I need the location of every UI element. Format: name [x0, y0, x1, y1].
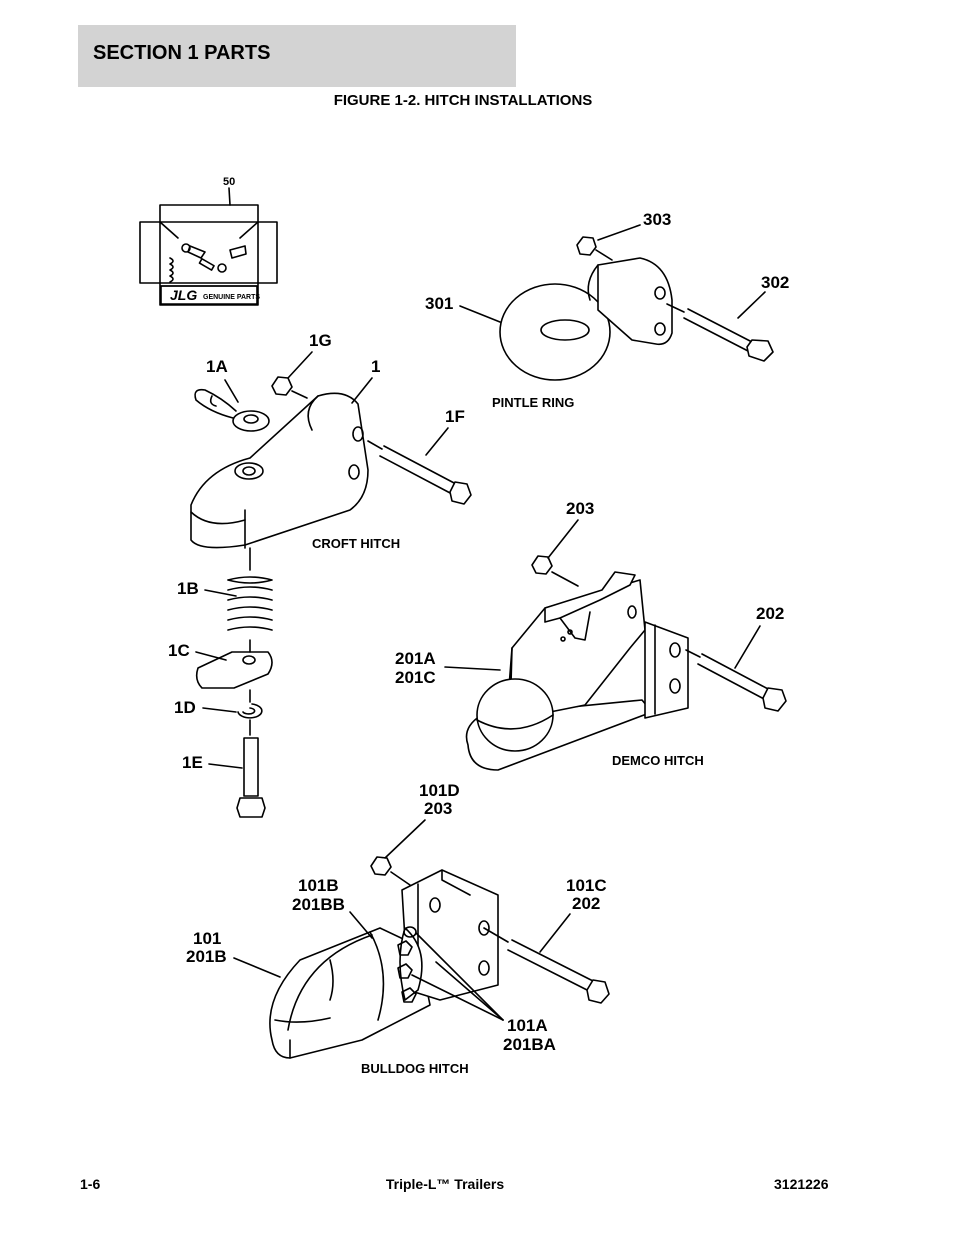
callout-1f: 1F — [445, 407, 465, 426]
callout-50: 50 — [223, 176, 235, 188]
callout-101: 101 — [193, 929, 221, 948]
caption-demco-hitch: DEMCO HITCH — [612, 753, 704, 768]
parts-kit-box: JLG GENUINE PARTS — [139, 204, 278, 306]
product-name: Triple-L™ Trailers — [385, 1176, 505, 1192]
callout-202-demco: 202 — [756, 604, 784, 623]
callout-201bb: 201BB — [292, 895, 345, 914]
demco-hitch — [465, 555, 787, 771]
croft-hitch — [190, 376, 472, 818]
callout-1b: 1B — [177, 579, 199, 598]
caption-bulldog-hitch: BULLDOG HITCH — [361, 1061, 469, 1076]
figure-title: FIGURE 1-2. HITCH INSTALLATIONS — [333, 92, 593, 109]
callout-1: 1 — [371, 357, 380, 376]
callout-1c: 1C — [168, 641, 190, 660]
callout-201a: 201A — [395, 649, 436, 668]
callout-202-bulldog: 202 — [572, 894, 600, 913]
caption-pintle-ring: PINTLE RING — [492, 395, 574, 410]
callout-1a: 1A — [206, 357, 228, 376]
bulldog-hitch — [269, 856, 610, 1059]
jlg-logo: JLG — [170, 287, 197, 303]
callout-203-demco: 203 — [566, 499, 594, 518]
callout-301: 301 — [425, 294, 453, 313]
callout-101d-203: 203 — [424, 799, 452, 818]
document-number: 3121226 — [774, 1176, 829, 1192]
callout-101b: 101B — [298, 876, 339, 895]
genuine-parts-tag: GENUINE PARTS — [203, 294, 260, 301]
section-header: SECTION 1 PARTS — [78, 25, 516, 87]
caption-croft-hitch: CROFT HITCH — [312, 536, 400, 551]
callout-101d: 101D — [419, 781, 460, 800]
callout-101c: 101C — [566, 876, 607, 895]
callout-302: 302 — [761, 273, 789, 292]
callout-1e: 1E — [182, 753, 203, 772]
callout-201ba: 201BA — [503, 1035, 556, 1054]
callout-201c: 201C — [395, 668, 436, 687]
callout-1d: 1D — [174, 698, 196, 717]
callout-303: 303 — [643, 210, 671, 229]
callout-201b: 201B — [186, 947, 227, 966]
callout-1g: 1G — [309, 331, 332, 350]
page-number: 1-6 — [80, 1176, 101, 1192]
pintle-ring — [499, 236, 774, 381]
callout-101a: 101A — [507, 1016, 548, 1035]
section-title: SECTION 1 PARTS — [93, 42, 271, 64]
